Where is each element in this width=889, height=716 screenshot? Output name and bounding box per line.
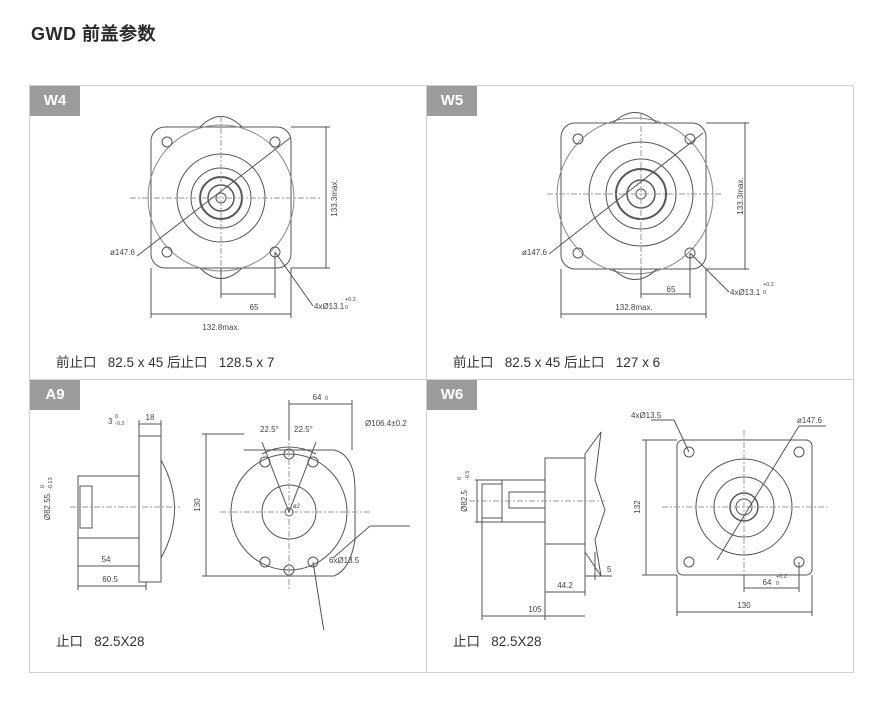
a9-hole-6 [307,556,319,568]
w6-hole-bl [683,556,695,568]
w4-holes-tol-low: 0 [345,305,348,311]
a9-angle-line-1 [261,441,290,513]
w6-width-label: 130 [737,601,751,610]
w4-drawing: 133.3max. ø147.6 4xØ13.1 +0.2 0 65 132.8… [110,116,356,332]
a9-flange-label: 3 [108,417,113,426]
a9-holes-leader [312,561,325,630]
a9-bolt-tol: 0 [325,396,328,402]
panel-tag: W4 [30,86,80,116]
a9-pilot-label: Ø82.55 [43,493,52,520]
w5-hole-tl [572,133,584,145]
a9-dia-leader [332,525,371,559]
page-title: GWD 前盖参数 [31,24,156,44]
w6-len1-label: 44.2 [557,581,573,590]
w4-height-label: 133.3max. [330,179,339,216]
w4-holes-label: 4xØ13.1 [314,302,345,311]
w6-len2-label: 105 [528,605,542,614]
a9-dia-label: Ø106.4±0.2 [365,419,407,428]
a9-flange-side [138,435,162,583]
w5-dia-label: ø147.6 [522,248,547,257]
w4-holes-leader [274,251,314,307]
w4-holes-tol: +0.2 [345,297,356,303]
w5-holes-tol: +0.2 [763,282,774,288]
w4-hole-tl [161,136,173,148]
a9-spec: 止口 82.5X28 [56,634,145,649]
w5-body-circle [556,117,714,275]
panel-tag: W5 [427,86,477,116]
w6-pilot-label: Ø82.5 [460,490,469,512]
w4-spec: 前止口 82.5 x 45 后止口 128.5 x 7 [56,355,275,370]
w4-bolt-label: 65 [250,303,259,312]
a9-holes-label: 6xØ13.5 [329,556,360,565]
a9-thick-label: 18 [146,413,155,422]
w5-spec: 前止口 82.5 x 45 后止口 127 x 6 [453,355,661,370]
w6-hole-tl [683,446,695,458]
panel-w6: W6 [427,380,854,673]
a9-front-outline [244,449,356,577]
a9-flange-tol: 0 [115,414,118,420]
w5-dia-leader [548,132,704,255]
w6-spec: 止口 82.5X28 [453,634,542,649]
a9-height-label: 130 [193,498,202,512]
w6-height-label: 132 [633,500,642,514]
w6-pilot-tol: 0 [457,477,463,480]
w5-holes-leader [689,252,730,293]
a9-len2-label: 60.5 [102,575,118,584]
w6-key-side [508,491,546,509]
w5-hole-tr [684,133,696,145]
a9-hole-4 [259,556,271,568]
a9-pilot-tol-low: -0.13 [48,477,54,490]
w5-top-ear [612,112,658,124]
w6-holes-leader [673,419,690,453]
w6-bolt-label: 64 [763,578,772,587]
parameter-grid: W4 [29,85,854,673]
a9-angle-arc [261,446,317,455]
a9-body-side [160,459,175,559]
w6-bolt-tol-low: 0 [776,581,779,587]
w6-bolt-tol: +0.2 [776,574,787,580]
w4-hole-bl [161,246,173,258]
w5-width-label: 132.8max. [615,303,652,312]
w4-dia-label: ø147.6 [110,248,135,257]
w6-gap-label: 5 [607,565,612,574]
w5-bottom-ear [612,268,658,280]
w4-dia-leader [136,137,291,257]
w5-hole-bl [572,247,584,259]
panel-w5: W5 [427,86,854,380]
w5-bolt-label: 65 [667,285,676,294]
w6-holes-label: 4xØ13.5 [631,411,662,420]
w5-holes-tol-low: 0 [763,290,766,296]
panel-tag: A9 [30,380,80,410]
a9-pilot-tol: 0 [40,485,46,488]
a9-len1-label: 54 [102,555,111,564]
w5-holes-label: 4xØ13.1 [730,288,761,297]
a9-ang2-label: 22.5° [294,425,313,434]
panel-tag: W6 [427,380,477,410]
w5-height-label: 133.3max. [736,177,745,214]
w6-drawing: Ø82.5 0 -0.5 4xØ13.5 ø147.6 132 5 44.2 1… [457,411,827,620]
panel-w4: W4 [30,86,427,380]
w6-dia-leader [716,425,800,561]
w6-pilot-tol-low: -0.5 [465,471,471,480]
a9-bolt-label: 64 [313,393,322,402]
w6-dia-label: ø147.6 [797,416,822,425]
a9-r-label: ø2 [293,504,301,510]
a9-ang1-label: 22.5° [260,425,279,434]
w4-width-label: 132.8max. [202,323,239,332]
a9-angle-line-2 [288,441,317,513]
w6-hole-tr [793,446,805,458]
w5-flange-outline [560,122,707,270]
w5-drawing: 133.3max. ø147.6 4xØ13.1 +0.2 0 65 132.8… [522,112,774,318]
a9-flange-tol-low: -0.2 [115,421,124,427]
panel-a9: A9 [30,380,427,673]
w4-hole-tr [269,136,281,148]
w6-flange-side [584,431,606,577]
a9-drawing: 3 0 -0.2 18 Ø82.55 0 -0.13 54 60.5 130 2… [40,393,410,630]
